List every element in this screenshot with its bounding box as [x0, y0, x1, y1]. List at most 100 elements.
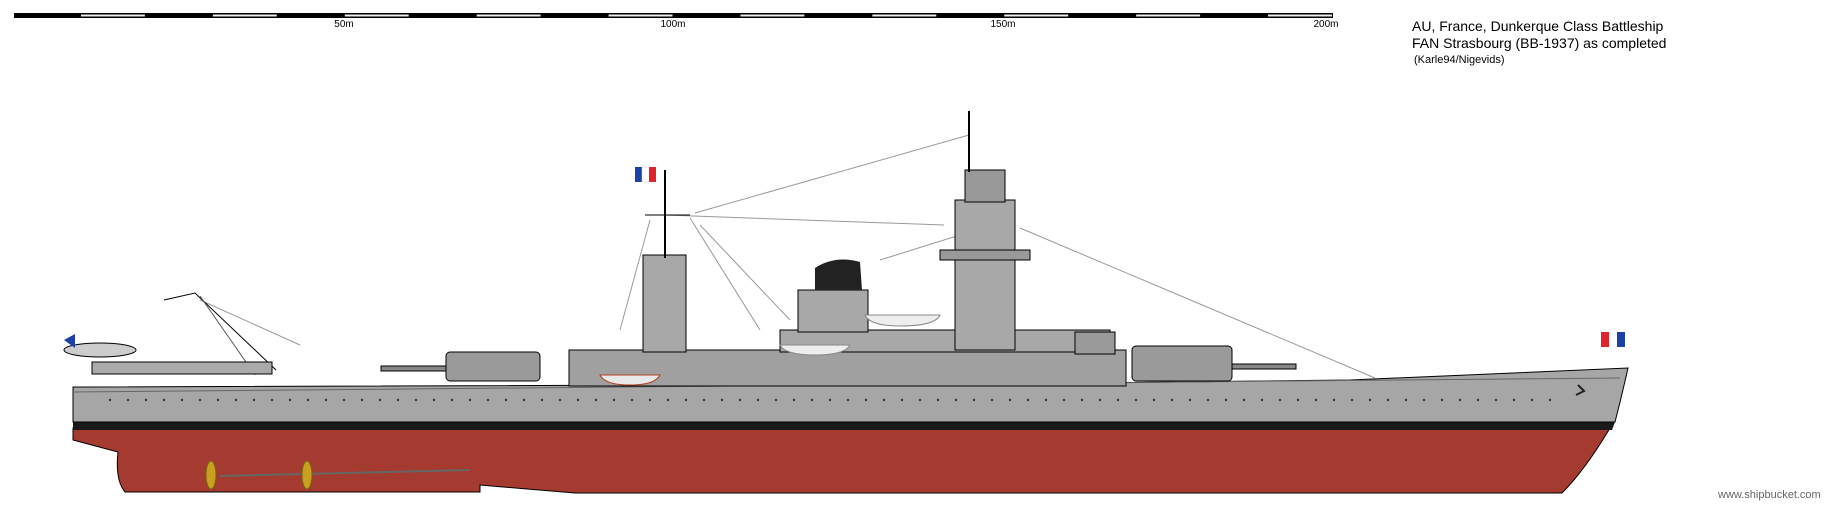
porthole: [1062, 398, 1066, 402]
propeller-icon: [301, 460, 313, 490]
porthole: [324, 398, 328, 402]
porthole: [540, 398, 544, 402]
porthole: [1494, 398, 1498, 402]
porthole: [1224, 398, 1228, 402]
porthole: [270, 398, 274, 402]
porthole: [342, 398, 346, 402]
porthole: [882, 398, 886, 402]
watermark-url: www.shipbucket.com: [1718, 489, 1821, 501]
porthole: [1548, 398, 1552, 402]
porthole: [234, 398, 238, 402]
porthole: [1314, 398, 1318, 402]
porthole: [774, 398, 778, 402]
porthole: [162, 398, 166, 402]
porthole: [486, 398, 490, 402]
scale-label-200m: 200m: [1313, 19, 1339, 30]
porthole: [1206, 398, 1210, 402]
porthole: [378, 398, 382, 402]
bridge-deck: [939, 249, 1031, 261]
porthole: [1152, 398, 1156, 402]
boat: [599, 374, 661, 386]
porthole: [1098, 398, 1102, 402]
porthole: [1476, 398, 1480, 402]
porthole: [504, 398, 508, 402]
porthole: [1440, 398, 1444, 402]
scale-bar-background: [14, 13, 1333, 18]
portholes: [108, 398, 1552, 402]
porthole: [1368, 398, 1372, 402]
porthole: [450, 398, 454, 402]
porthole: [198, 398, 202, 402]
porthole: [126, 398, 130, 402]
porthole: [216, 398, 220, 402]
porthole: [1188, 398, 1192, 402]
funnel: [797, 289, 869, 333]
rangefinder: [964, 169, 1006, 203]
scale-bar-segment: [212, 14, 277, 17]
scale-bar-segment: [1268, 14, 1332, 17]
porthole: [1116, 398, 1120, 402]
seaplane: [63, 334, 137, 358]
superstructure-main: [568, 349, 1127, 387]
boat: [779, 344, 851, 356]
forward-tower: [954, 199, 1016, 351]
turret-b: [1074, 331, 1116, 355]
porthole: [792, 398, 796, 402]
porthole: [522, 398, 526, 402]
funnel-cap: [815, 259, 862, 290]
propellers: [205, 460, 471, 490]
scale-label-100m: 100m: [660, 19, 686, 30]
porthole: [648, 398, 652, 402]
french-flag-mainmast: [635, 166, 656, 183]
scale-bar-segment: [1004, 14, 1069, 17]
porthole: [108, 398, 112, 402]
porthole: [864, 398, 868, 402]
rigging: [199, 134, 1376, 379]
porthole: [1260, 398, 1264, 402]
porthole: [1242, 398, 1246, 402]
porthole: [1080, 398, 1084, 402]
porthole: [1170, 398, 1174, 402]
porthole: [1422, 398, 1426, 402]
porthole: [468, 398, 472, 402]
porthole: [252, 398, 256, 402]
french-flag-bow: [1601, 332, 1625, 347]
porthole: [702, 398, 706, 402]
scale-bar: [14, 13, 1333, 18]
porthole: [144, 398, 148, 402]
ship-name-title: FAN Strasbourg (BB-1937) as completed: [1412, 35, 1667, 51]
porthole: [990, 398, 994, 402]
scale-bar-segment: [1136, 14, 1201, 17]
porthole: [306, 398, 310, 402]
scale-bar-segment: [476, 14, 541, 17]
porthole: [360, 398, 364, 402]
porthole: [1386, 398, 1390, 402]
porthole: [900, 398, 904, 402]
porthole: [720, 398, 724, 402]
porthole: [1134, 398, 1138, 402]
porthole: [1458, 398, 1462, 402]
porthole: [918, 398, 922, 402]
boot-topping: [73, 422, 1615, 430]
anchor-icon: [1575, 384, 1586, 396]
porthole: [1530, 398, 1534, 402]
porthole: [594, 398, 598, 402]
porthole: [1350, 398, 1354, 402]
hull-underwater: [72, 427, 1611, 494]
porthole: [972, 398, 976, 402]
porthole: [810, 398, 814, 402]
aft-tower: [642, 254, 687, 353]
turret-a: [1131, 345, 1297, 382]
porthole: [432, 398, 436, 402]
scale-label-50m: 50m: [334, 19, 354, 30]
porthole: [954, 398, 958, 402]
scale-bar-segment: [608, 14, 673, 17]
porthole: [1404, 398, 1408, 402]
aft-secondary-turret: [380, 351, 541, 382]
porthole: [288, 398, 292, 402]
porthole: [180, 398, 184, 402]
scale-label-150m: 150m: [990, 19, 1016, 30]
boat: [864, 314, 941, 327]
porthole: [666, 398, 670, 402]
